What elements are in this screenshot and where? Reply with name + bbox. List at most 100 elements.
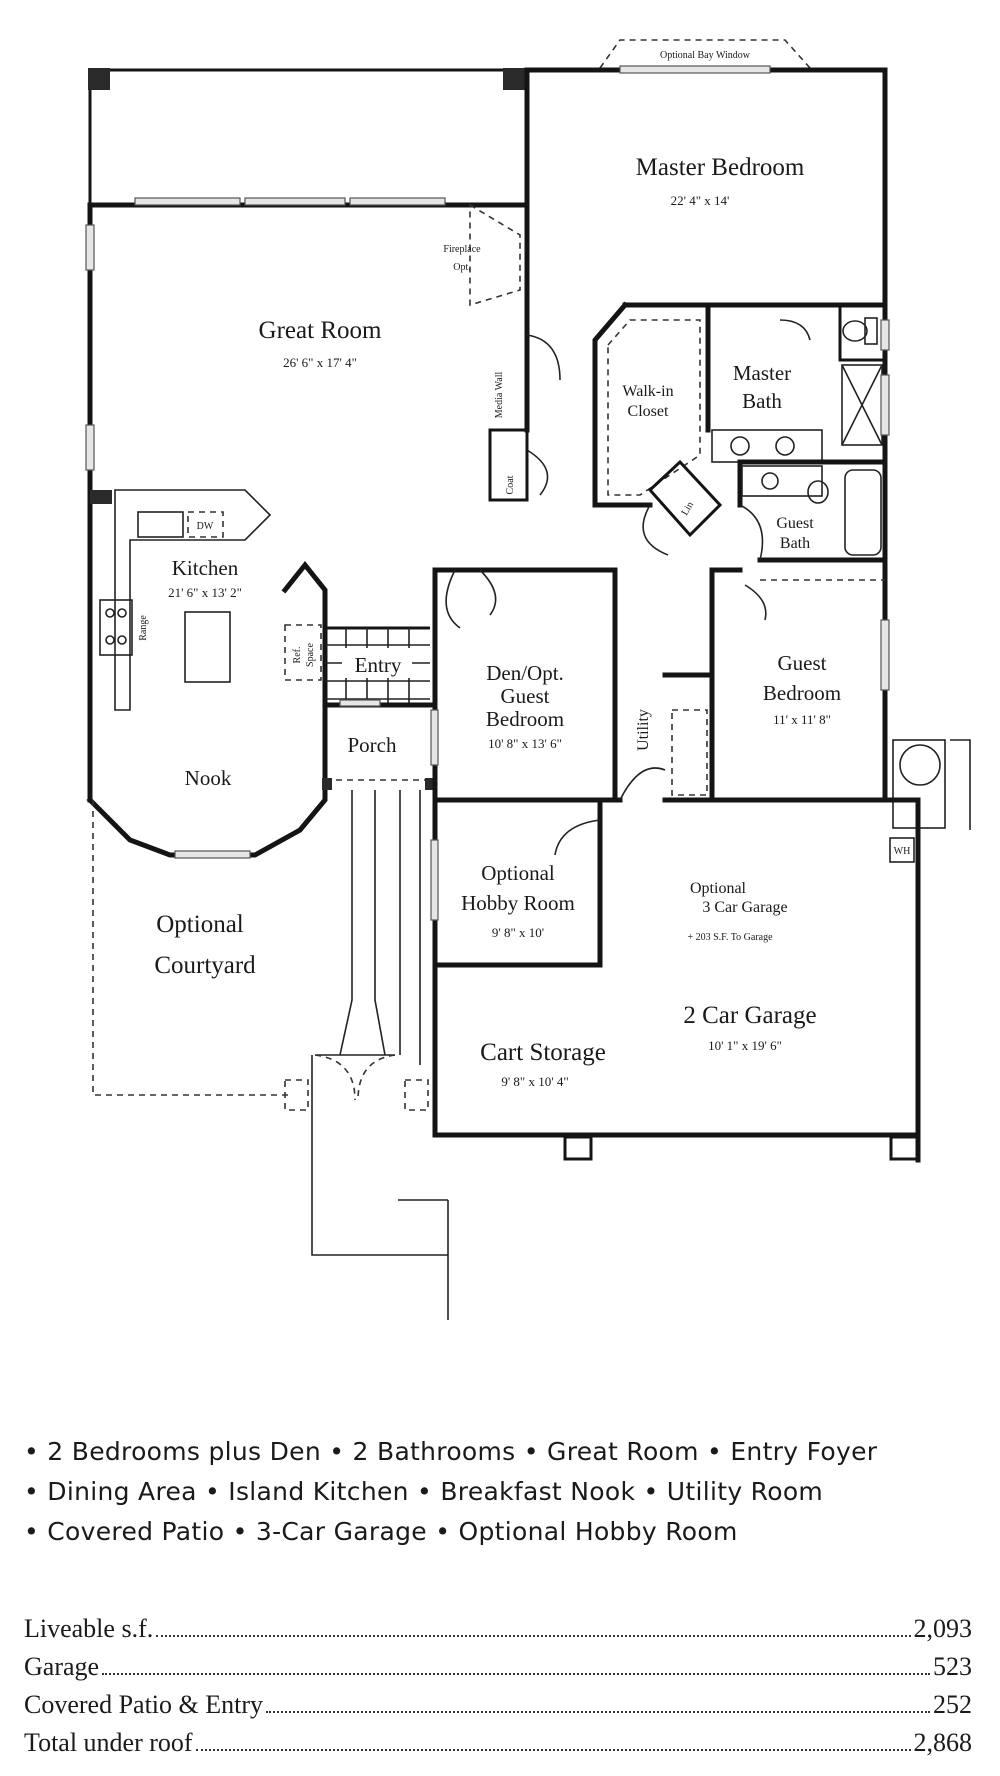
feature-line: • Dining Area • Island Kitchen • Breakfa… (24, 1477, 824, 1506)
space-label: Space (305, 643, 316, 667)
stat-label: Liveable s.f. (24, 1614, 154, 1643)
master-bedroom-dim: 22' 4" x 14' (671, 193, 730, 208)
ref-space-outline (284, 624, 322, 681)
window (174, 850, 251, 859)
stat-label: Total under roof (24, 1728, 193, 1757)
closet-label: Closet (628, 403, 669, 420)
opt-garage-note: + 203 S.F. To Garage (687, 932, 773, 943)
dishwasher-outline (187, 511, 224, 538)
guest-bath-label-1: Guest (776, 515, 814, 532)
stat-value: 252 (933, 1690, 972, 1719)
guest-bath-label-2: Bath (780, 535, 810, 552)
kitchen-label: Kitchen (172, 556, 239, 580)
garage-post (889, 1135, 919, 1161)
stat-label: Covered Patio & Entry (24, 1690, 264, 1719)
floor-plan: Optional Bay Window Fireplace Opt. Media… (85, 39, 971, 1320)
guest-vanity (741, 465, 823, 497)
range-label: Range (138, 615, 149, 641)
range-icon (99, 599, 133, 656)
guest-bedroom-label-1: Guest (778, 651, 827, 675)
stat-row-total: Total under roof 2,868 (24, 1728, 972, 1766)
cart-storage-label: Cart Storage (480, 1039, 606, 1066)
linen-closet (647, 459, 723, 538)
dot-leader (195, 1749, 911, 1751)
den-dim: 10' 8" x 13' 6" (488, 736, 562, 751)
ac-unit-icon (899, 744, 941, 786)
window (430, 709, 439, 766)
stat-value: 523 (933, 1652, 972, 1681)
gate-post (404, 1079, 429, 1111)
den-label-2: Guest (501, 684, 550, 708)
great-room-label: Great Room (259, 317, 382, 344)
closet-shelving (607, 319, 701, 496)
square-footage-table: Liveable s.f. 2,093 Garage 523 Covered P… (24, 1614, 972, 1766)
entry-label-bg (342, 648, 412, 678)
stat-label: Garage (24, 1652, 100, 1681)
media-wall-label: Media Wall (494, 372, 505, 419)
hobby-label-2: Hobby Room (461, 891, 575, 915)
two-car-garage-dim: 10' 1" x 19' 6" (708, 1038, 782, 1053)
door-swing (479, 569, 497, 616)
master-outer-wall (524, 67, 888, 303)
porch-post (425, 778, 435, 790)
opt-garage-label-1: Optional (690, 880, 747, 897)
nook-label: Nook (185, 766, 232, 790)
dot-leader (102, 1673, 930, 1675)
sink-icon (775, 436, 795, 456)
walk-in-closet-wall (592, 301, 653, 508)
stat-value: 2,093 (913, 1614, 973, 1643)
master-bath-label-1: Master (733, 361, 791, 385)
door-swing (526, 334, 561, 381)
burner (117, 608, 127, 618)
garage-east-wall (882, 797, 921, 1163)
feature-line: • 2 Bedrooms plus Den • 2 Bathrooms • Gr… (24, 1437, 878, 1466)
fireplace-outline (469, 203, 521, 307)
hobby-room-walls (432, 797, 603, 968)
guest-bedroom-label-2: Bedroom (763, 681, 841, 705)
door-swing (642, 504, 669, 556)
door-swing (779, 319, 811, 341)
courtyard-outline (92, 800, 290, 1096)
front-walkway (311, 790, 449, 1320)
toilet-icon (842, 320, 868, 342)
door-swing (619, 767, 666, 801)
window (430, 839, 439, 921)
entry-door (339, 699, 381, 707)
washer-dryer-outline (671, 709, 708, 796)
patio-post-left (88, 68, 110, 90)
two-car-garage-label: 2 Car Garage (683, 1002, 816, 1029)
walk-in-label: Walk-in (622, 383, 673, 400)
cart-storage-dim: 9' 8" x 10' 4" (501, 1074, 568, 1089)
window (880, 374, 890, 436)
toilet-icon (807, 480, 829, 504)
stat-value: 2,868 (913, 1728, 973, 1757)
window (880, 319, 890, 351)
den-label-1: Den/Opt. (486, 661, 564, 685)
bathtub-icon (844, 469, 882, 556)
window (85, 424, 95, 471)
feature-list: • 2 Bedrooms plus Den • 2 Bathrooms • Gr… (24, 1432, 984, 1552)
stat-row-liveable: Liveable s.f. 2,093 (24, 1614, 972, 1652)
dw-label: DW (197, 521, 214, 532)
gate-swing (314, 1054, 396, 1101)
coat-closet (488, 428, 529, 502)
door-swing (554, 819, 601, 856)
courtyard-label-1: Optional (156, 911, 244, 938)
door-swing (739, 504, 764, 561)
gate-post (284, 1079, 309, 1111)
feature-line: • Covered Patio • 3-Car Garage • Optiona… (24, 1517, 738, 1546)
hobby-label-1: Optional (481, 861, 555, 885)
window (134, 197, 241, 206)
dot-leader (266, 1711, 930, 1713)
utility-label: Utility (635, 709, 652, 751)
opt-garage-label-2: 3 Car Garage (702, 899, 787, 916)
window (244, 197, 346, 206)
master-bath-label-2: Bath (742, 389, 782, 413)
entry-label: Entry (355, 653, 402, 677)
burner (105, 608, 115, 618)
master-vanity (711, 429, 823, 463)
bay-window-glass (619, 65, 771, 74)
ref-space-wall (281, 560, 328, 723)
ref-label: Ref. (292, 647, 303, 664)
burner (105, 635, 115, 645)
